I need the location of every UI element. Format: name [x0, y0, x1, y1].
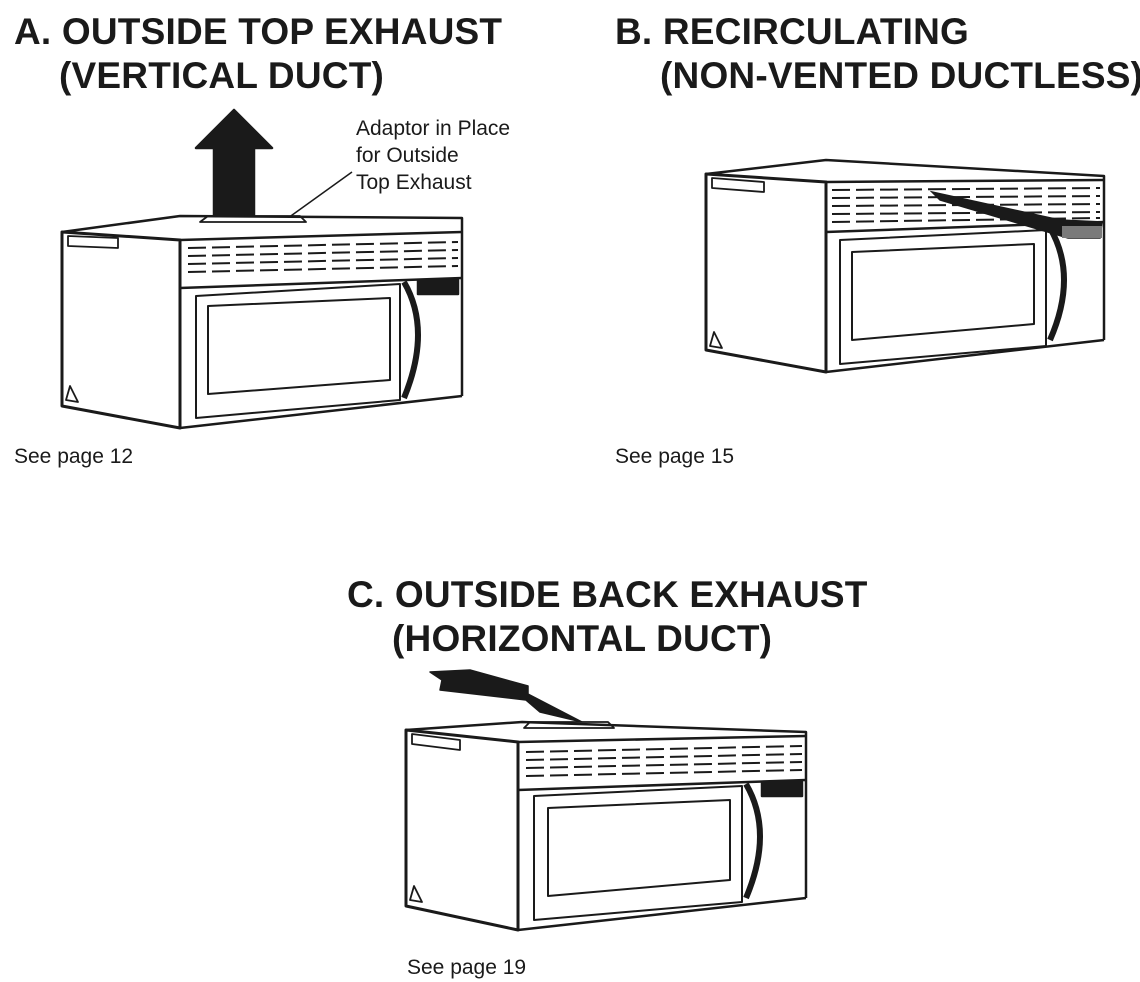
- door-handle: [743, 782, 763, 900]
- vent-grille-c: [525, 745, 803, 777]
- adaptor-callout-line2: for Outside: [356, 144, 459, 167]
- panel-b-heading-line1: B. RECIRCULATING: [615, 11, 969, 52]
- control-panel: [1062, 226, 1102, 238]
- door-handle: [1047, 226, 1067, 342]
- adaptor-callout: Adaptor in Place for Outside Top Exhaust: [356, 115, 510, 196]
- panel-a-heading: A. OUTSIDE TOP EXHAUST (VERTICAL DUCT): [14, 10, 502, 98]
- control-panel: [416, 278, 460, 296]
- door-handle: [401, 280, 421, 400]
- panel-c-heading: C. OUTSIDE BACK EXHAUST (HORIZONTAL DUCT…: [347, 573, 868, 661]
- door-window: [207, 297, 391, 395]
- panel-b-caption: See page 15: [615, 445, 735, 468]
- vent-grille-a: [187, 241, 459, 273]
- panel-c-caption: See page 19: [407, 956, 527, 979]
- adaptor-callout-line3: Top Exhaust: [356, 171, 472, 194]
- panel-a-caption: See page 12: [14, 445, 134, 468]
- panel-b-heading-line2: (NON-VENTED DUCTLESS): [660, 55, 1140, 96]
- vertical-exhaust-arrow: [194, 108, 274, 217]
- door-window: [547, 799, 731, 897]
- horizontal-exhaust-arrow: [429, 669, 583, 723]
- panel-c-heading-line2: (HORIZONTAL DUCT): [392, 618, 773, 659]
- adaptor-leader-line: [287, 171, 353, 219]
- panel-a-heading-line2: (VERTICAL DUCT): [59, 55, 385, 96]
- control-panel: [760, 780, 804, 798]
- door-window: [851, 243, 1035, 341]
- panel-c-heading-line1: C. OUTSIDE BACK EXHAUST: [347, 574, 868, 615]
- panel-a-heading-line1: A. OUTSIDE TOP EXHAUST: [14, 11, 503, 52]
- adaptor-callout-line1: Adaptor in Place: [356, 117, 511, 140]
- panel-b-heading: B. RECIRCULATING (NON-VENTED DUCTLESS): [615, 10, 1140, 98]
